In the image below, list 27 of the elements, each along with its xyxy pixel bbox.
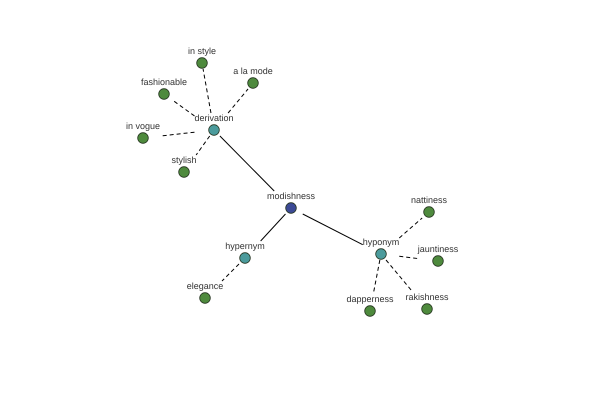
connector-line [398,256,418,259]
node-label: in vogue [126,121,160,132]
node-label: fashionable [140,77,188,88]
node-label: jauntiness [418,244,458,255]
node-label: hypernym [225,241,265,252]
connector-line [172,100,195,116]
connector-line [222,264,240,282]
node-label: a la mode [233,66,273,77]
connector-line [228,88,249,114]
node-label: rakishness [405,292,449,303]
connector-line [196,136,210,156]
node-label: derivation [194,113,234,124]
connector-line [386,260,414,292]
connector-line [202,68,212,114]
connector-line [302,214,364,246]
connector-line [398,218,423,239]
node-label: elegance [186,281,224,292]
connector-line [219,136,275,192]
node-label: nattiness [410,195,448,206]
connector-line [260,214,286,242]
node-label: stylish [171,155,196,166]
connector-line [372,260,380,294]
connector-line [160,132,195,137]
node-label: hyponym [362,237,400,248]
node-label: dapperness [346,294,394,305]
node-label: in style [188,46,216,57]
node-label: modishness [266,191,316,202]
